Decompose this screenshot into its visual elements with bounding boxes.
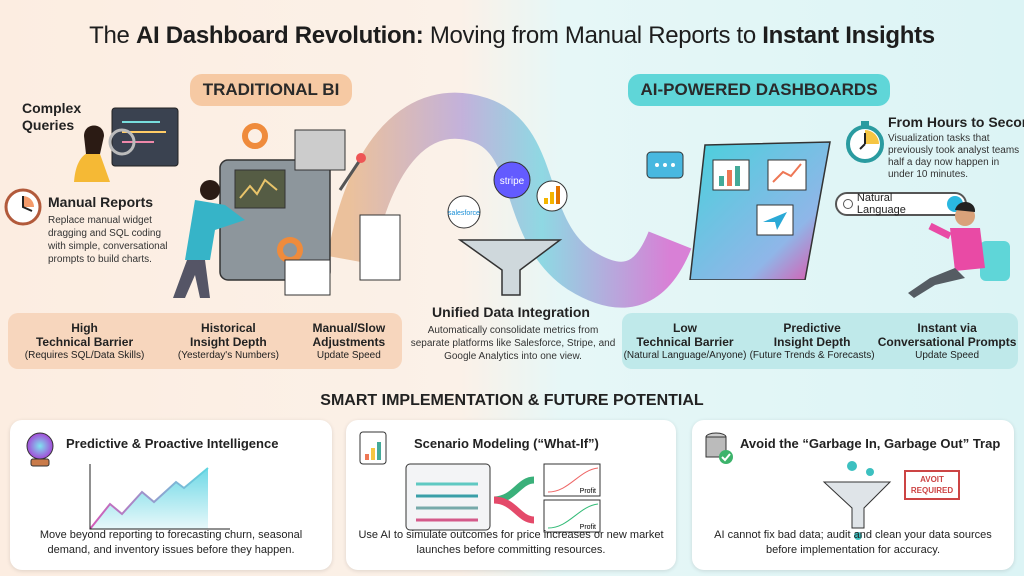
- card-title: Scenario Modeling (“What-If”): [414, 436, 599, 451]
- card-text: Move beyond reporting to forecasting chu…: [39, 529, 303, 556]
- clock-icon: [4, 188, 42, 226]
- forecast-line-chart-illustration: [89, 464, 230, 530]
- card-title: Predictive & Proactive Intelligence: [66, 436, 279, 451]
- section-title: SMART IMPLEMENTATION & FUTURE POTENTIAL: [320, 392, 704, 409]
- ai-dashboards-label: AI-POWERED DASHBOARDS: [628, 74, 890, 106]
- relaxed-user-illustration: [908, 201, 1010, 298]
- card-title: Avoid the “Garbage In, Garbage Out” Trap: [740, 436, 1001, 451]
- report-machine-illustration: [173, 123, 401, 298]
- integration-text: Automatically consolidate metrics from s…: [410, 325, 616, 362]
- card-text: Use AI to simulate outcomes for price in…: [358, 529, 664, 556]
- salesforce-logo: salesforce: [448, 210, 480, 217]
- hours-to-seconds-title: From Hours to Seconds: [888, 114, 1024, 130]
- scenario-sliders-illustration: Profit Profit: [405, 463, 601, 533]
- ai-dashboard-window-illustration: [646, 141, 831, 280]
- page-title: The AI Dashboard Revolution: Moving from…: [89, 22, 935, 49]
- traditional-bi-label: TRADITIONAL BI: [190, 74, 352, 106]
- profit-label: Profit: [580, 524, 596, 531]
- stripe-logo: stripe: [500, 176, 525, 187]
- complex-queries-label: Complex Queries: [22, 100, 82, 133]
- search-icon: [843, 199, 853, 209]
- data-funnel-illustration: salesforce stripe: [447, 161, 568, 296]
- natural-language-search[interactable]: Natural Language: [835, 192, 967, 216]
- analyst-with-code-illustration: [74, 107, 179, 182]
- crystal-ball-icon: [26, 432, 54, 467]
- card-text: AI cannot fix bad data; audit and clean …: [714, 529, 992, 556]
- card-scenario-modeling: Scenario Modeling (“What-If”) Profit Pro…: [346, 420, 676, 570]
- audit-required-stamp: AVOIT REQUIRED: [904, 470, 960, 500]
- manual-reports-text: Replace manual widget dragging and SQL c…: [48, 215, 168, 265]
- database-check-icon: [705, 432, 733, 464]
- dashboard-icon: [359, 431, 387, 465]
- integration-title: Unified Data Integration: [432, 304, 590, 320]
- profit-label: Profit: [580, 488, 596, 495]
- card-garbage-in-garbage-out: Avoid the “Garbage In, Garbage Out” Trap…: [692, 420, 1014, 570]
- stopwatch-icon: [846, 121, 884, 163]
- hours-to-seconds-text: Visualization tasks that previously took…: [888, 133, 1020, 180]
- card-predictive-intelligence: Predictive & Proactive Intelligence Move…: [10, 420, 332, 570]
- manual-reports-title: Manual Reports: [48, 194, 154, 210]
- search-text: Natural Language: [856, 192, 906, 216]
- data-filter-funnel-illustration: [822, 461, 892, 540]
